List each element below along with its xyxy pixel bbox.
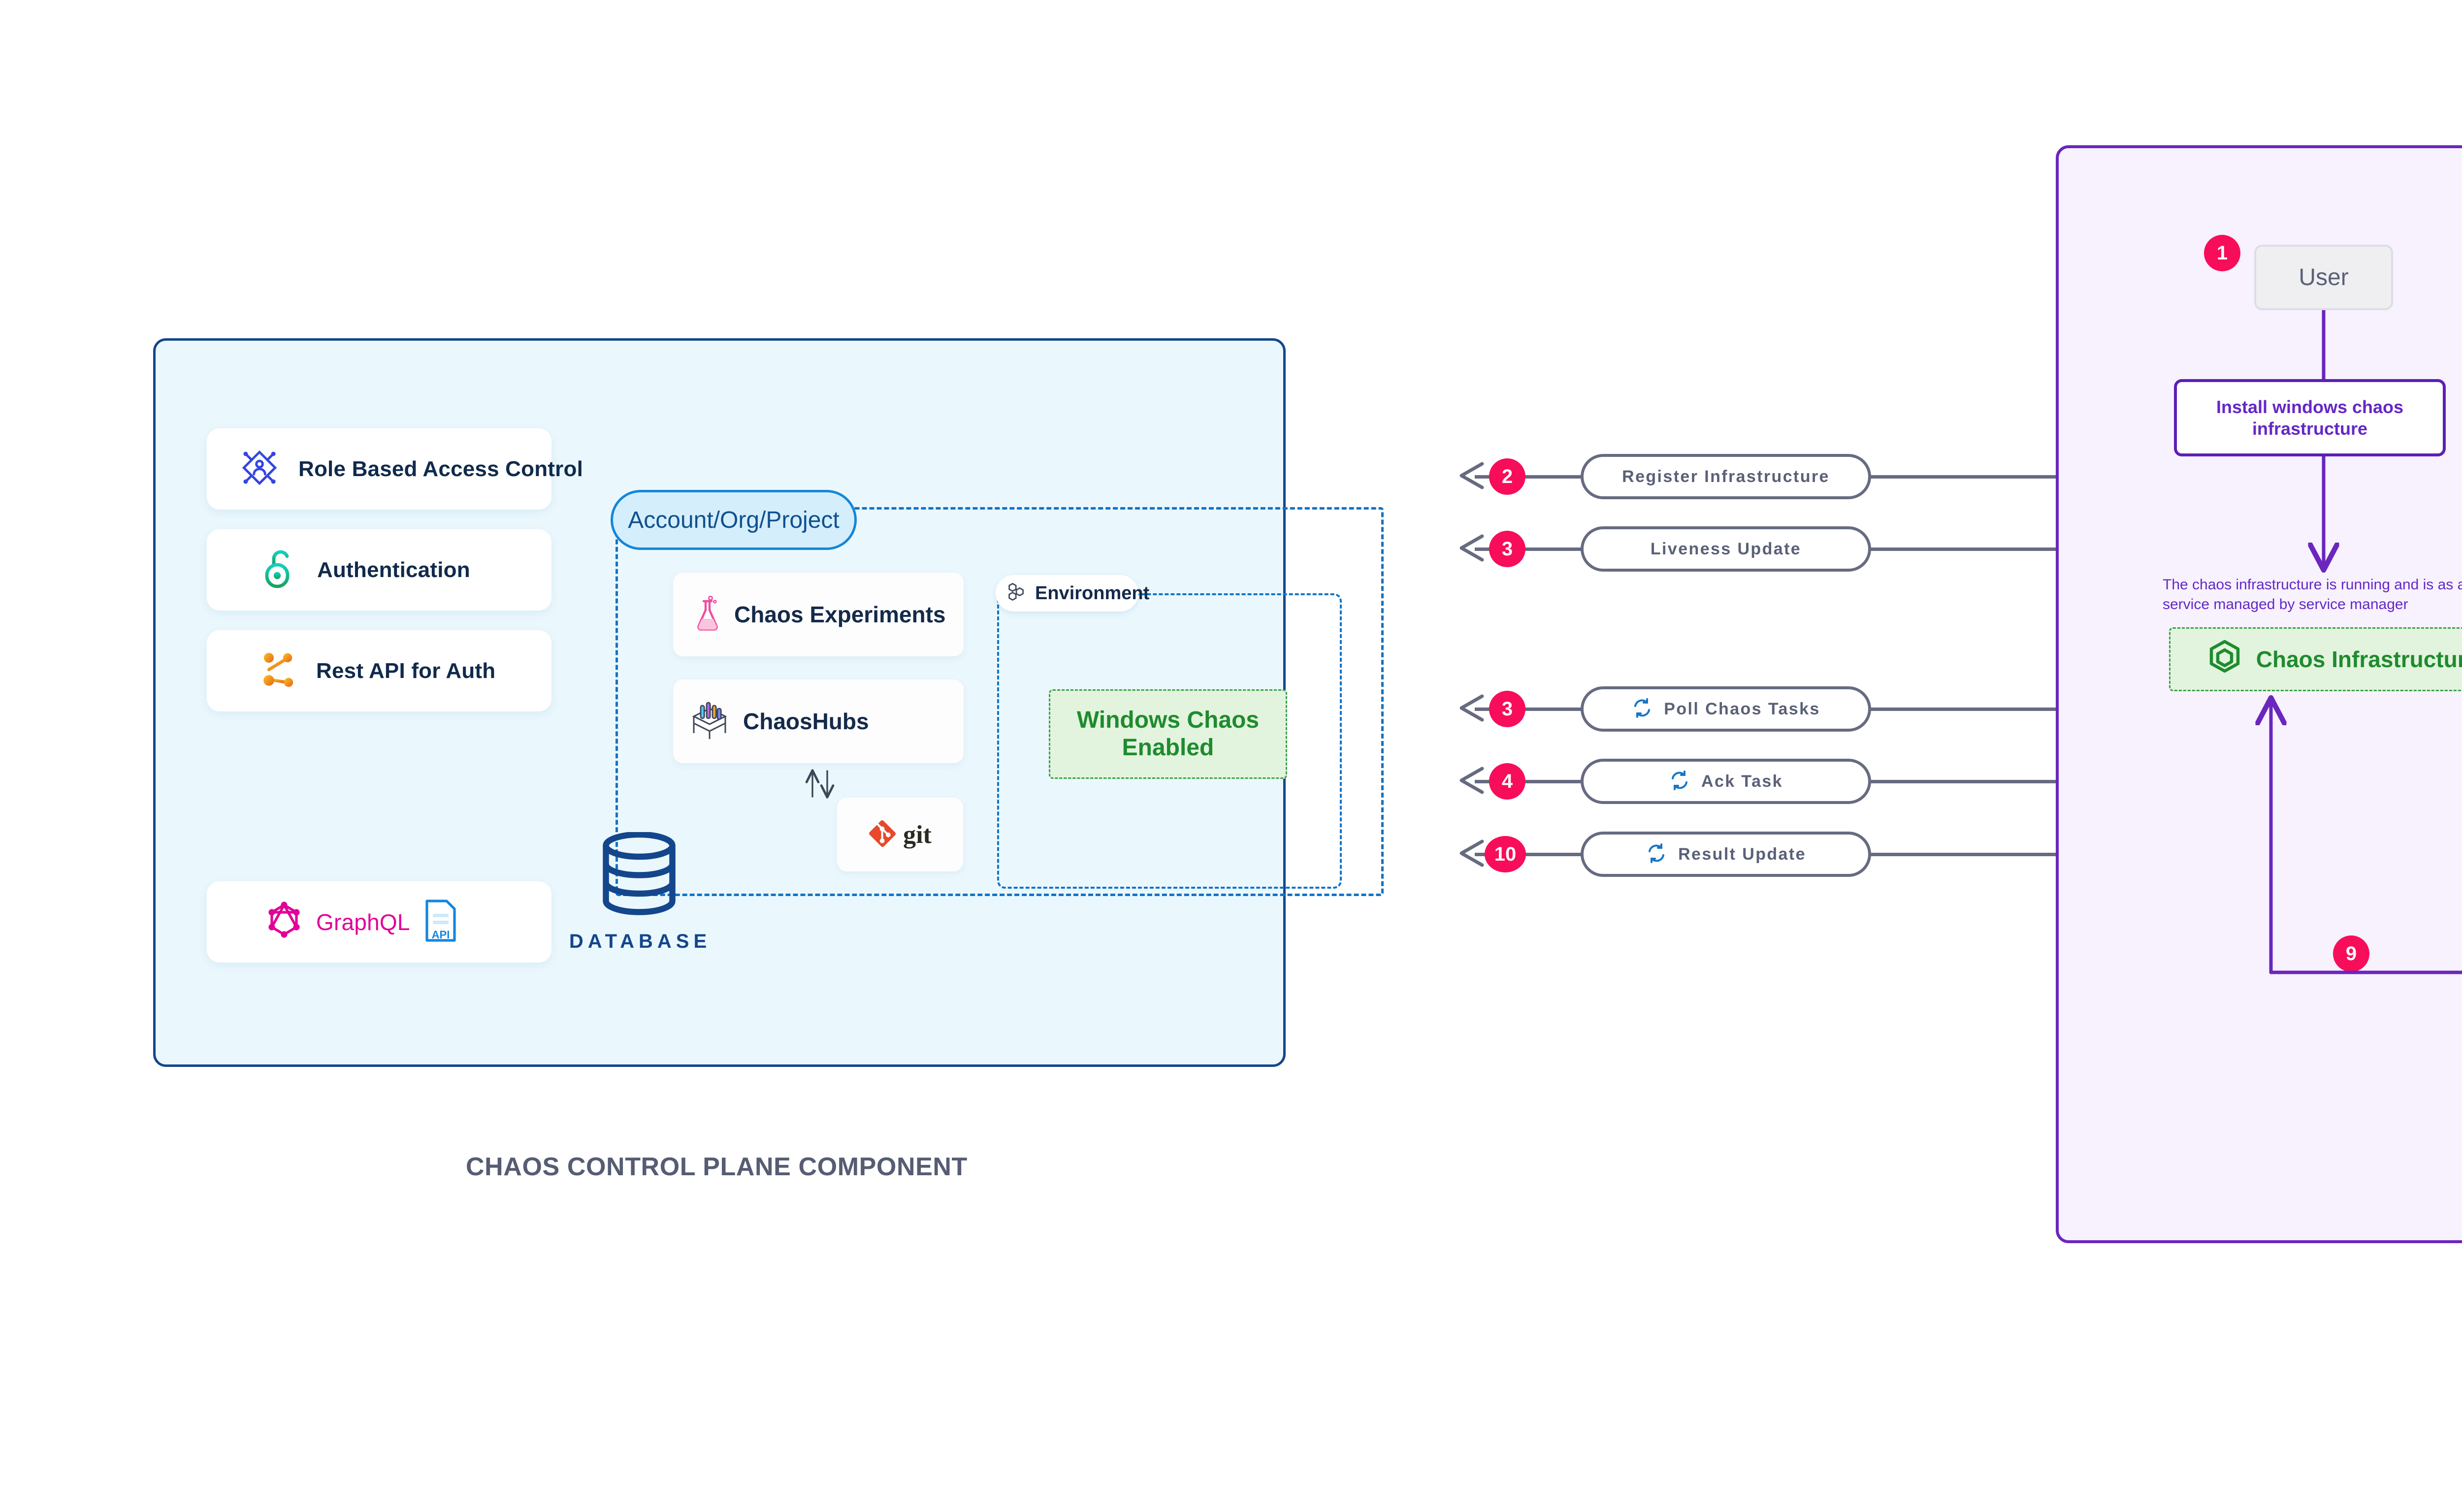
sync-icon (1646, 842, 1667, 867)
environment-label: Environment (1035, 582, 1150, 604)
inner-card-git[interactable]: git (837, 798, 963, 871)
connector-pill-liveness-update[interactable]: Liveness Update (1581, 526, 1871, 572)
connector-label: Poll Chaos Tasks (1664, 699, 1820, 718)
install-windows-chaos-infrastructure-node[interactable]: Install windows chaos infrastructure (2174, 379, 2446, 456)
connector-line-left (1475, 853, 1605, 856)
git-icon (869, 820, 896, 850)
chaos-infrastructure-label: Chaos Infrastructure (2256, 646, 2462, 672)
step-badge-2: 2 (1489, 458, 1525, 495)
connector-pill-register-infrastructure[interactable]: Register Infrastructure (1581, 454, 1871, 499)
connector-arrowheads (1459, 462, 1484, 867)
feature-card-graphql[interactable]: GraphQL API (207, 881, 551, 963)
account-org-project-chip[interactable]: Account/Org/Project (611, 490, 857, 550)
connector-line-left (1475, 708, 1605, 711)
feature-card-rbac[interactable]: Role Based Access Control (207, 428, 583, 510)
svg-text:API: API (431, 929, 450, 941)
step-badge-9: 9 (2333, 935, 2369, 972)
api-document-icon: API (423, 898, 458, 946)
chaos-infrastructure-node[interactable]: Chaos Infrastructure (2169, 627, 2462, 691)
hexagon-icon (2206, 638, 2243, 681)
step-badge-3b: 3 (1489, 691, 1525, 727)
environment-chip[interactable]: Environment (996, 575, 1149, 611)
connector-label: Liveness Update (1650, 539, 1802, 558)
account-org-project-label: Account/Org/Project (628, 507, 840, 533)
feature-card-rest-api[interactable]: Rest API for Auth (207, 630, 551, 711)
connector-line-left (1475, 780, 1605, 783)
note-infra-running: The chaos infrastructure is running and … (2163, 577, 2462, 612)
feature-label: Authentication (317, 557, 470, 582)
database-icon (600, 831, 679, 918)
user-node-label: User (2299, 264, 2349, 290)
graphql-icon (265, 900, 303, 944)
inner-card-chaos-experiments[interactable]: Chaos Experiments (673, 573, 964, 656)
connector-label: Ack Task (1701, 772, 1783, 791)
step-badge-4: 4 (1489, 763, 1525, 800)
rbac-icon (237, 446, 282, 492)
connector-pill-poll-chaos-tasks[interactable]: Poll Chaos Tasks (1581, 686, 1871, 732)
step-badge-1: 1 (2204, 235, 2240, 271)
feature-card-authentication[interactable]: Authentication (207, 529, 551, 611)
connector-label: Register Infrastructure (1622, 467, 1830, 486)
test-tube-rack-icon (689, 700, 730, 743)
share-nodes-icon (260, 650, 299, 692)
inner-card-label: git (903, 820, 932, 849)
hexagon-cluster-icon (1006, 581, 1028, 606)
control-plane-caption: CHAOS CONTROL PLANE COMPONENT (466, 1153, 968, 1181)
connector-line-left (1475, 475, 1605, 479)
sync-icon (1669, 770, 1690, 794)
inner-card-label: Chaos Experiments (734, 602, 946, 627)
unlock-icon (261, 547, 300, 593)
feature-label: GraphQL (316, 909, 410, 935)
connector-line-right (1869, 780, 2056, 783)
feature-label: Rest API for Auth (316, 658, 496, 683)
install-node-label: Install windows chaos infrastructure (2216, 396, 2404, 439)
connector-pill-ack-task[interactable]: Ack Task (1581, 759, 1871, 804)
sync-icon (1631, 697, 1653, 721)
step-badge-10: 10 (1485, 836, 1526, 872)
windows-chaos-label: Windows Chaos Enabled (1076, 707, 1260, 761)
connector-line-right (1869, 475, 2056, 479)
environment-region (997, 593, 1342, 889)
user-node[interactable]: User (2254, 245, 2393, 310)
database-label: DATABASE (569, 931, 712, 952)
connector-line-left (1475, 547, 1605, 551)
connector-label: Result Update (1678, 844, 1806, 864)
feature-label: Role Based Access Control (298, 456, 583, 481)
windows-chaos-status: Windows Chaos Enabled (1049, 689, 1287, 779)
account-org-project-region (616, 507, 1384, 896)
chaos-execution-plane-panel (2056, 145, 2462, 1243)
step-badge-3a: 3 (1489, 531, 1525, 567)
connector-line-right (1869, 708, 2056, 711)
inner-card-label: ChaosHubs (743, 708, 869, 734)
connector-line-right (1869, 853, 2056, 856)
connector-pill-result-update[interactable]: Result Update (1581, 832, 1871, 877)
inner-card-chaoshubs[interactable]: ChaosHubs (673, 679, 964, 763)
connector-line-right (1869, 547, 2056, 551)
flask-icon (695, 595, 721, 634)
